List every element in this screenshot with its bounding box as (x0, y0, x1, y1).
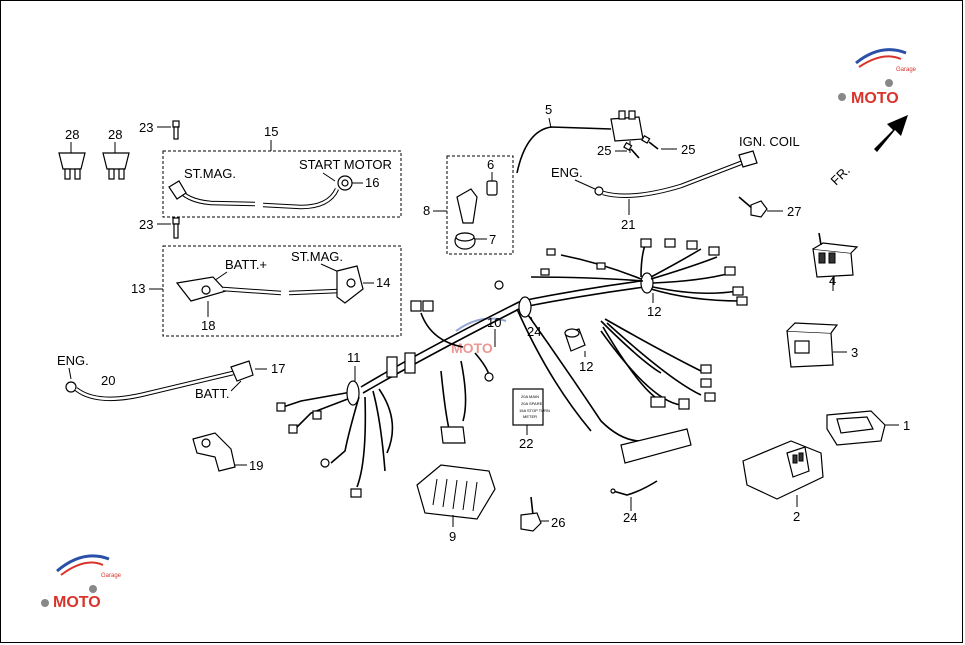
svg-text:10: 10 (487, 315, 501, 330)
part-23-bolt-top: 23 (139, 120, 180, 140)
watermark-brand: MOTO (451, 340, 493, 356)
svg-text:13: 13 (131, 281, 145, 296)
part-25-screws: 25 25 (597, 134, 695, 159)
svg-text:9: 9 (449, 529, 456, 544)
start-motor-label: START MOTOR (299, 157, 392, 172)
part-2-cdi-unit: 2 (742, 440, 824, 524)
eng-label-left: ENG. (57, 353, 89, 368)
svg-text:28: 28 (108, 127, 122, 142)
part-28-fuse-left: 28 (58, 127, 86, 180)
svg-text:19: 19 (249, 458, 263, 473)
svg-text:7: 7 (489, 232, 496, 247)
svg-text:27: 27 (787, 204, 801, 219)
svg-text:11: 11 (347, 350, 361, 365)
fr-label: FR. (828, 163, 853, 188)
watermark-brand: MOTO (53, 594, 101, 611)
svg-text:4: 4 (829, 273, 836, 288)
svg-text:28: 28 (65, 127, 79, 142)
watermark-tag: Garage (896, 67, 917, 73)
part-20-ground-cable: ENG. 17 BATT. 20 (57, 353, 285, 402)
part-23-bolt-bottom: 23 (139, 217, 180, 239)
watermark-brand: MOTO (851, 90, 899, 107)
part-28-fuse-right: 28 (102, 127, 130, 180)
svg-text:24: 24 (527, 324, 541, 339)
batt-label: BATT. (195, 386, 229, 401)
svg-text:8: 8 (423, 203, 430, 218)
part-10-main-harness: 11 12 (276, 238, 748, 498)
svg-text:5: 5 (545, 102, 552, 117)
part-24-wire-lower: 24 (610, 480, 658, 525)
svg-text:25: 25 (597, 143, 611, 158)
moto-watermark-center: MOTO (451, 317, 507, 356)
svg-text:3: 3 (851, 345, 858, 360)
part-3-connector: 3 (786, 322, 858, 368)
watermark-tag: Garage (101, 573, 122, 579)
part-22-fuse-label: 20A MAIN 20A SPARE 15A STOP TURN METER 2… (512, 388, 550, 451)
part-4-starter-relay: 4 (812, 232, 859, 291)
eng-label-top: ENG. (551, 165, 583, 180)
front-arrow-icon (874, 115, 908, 152)
svg-text:16: 16 (365, 175, 379, 190)
svg-text:26: 26 (551, 515, 565, 530)
svg-text:23: 23 (139, 217, 153, 232)
part-12-connector-cap: 12 (564, 328, 593, 374)
svg-text:1: 1 (903, 418, 910, 433)
svg-text:18: 18 (201, 318, 215, 333)
svg-text:6: 6 (487, 157, 494, 172)
svg-text:12: 12 (647, 304, 661, 319)
svg-text:24: 24 (623, 510, 637, 525)
svg-text:17: 17 (271, 361, 285, 376)
fuse-label-line3: 15A STOP TURN (519, 408, 550, 413)
part-1-cover: 1 (826, 410, 910, 446)
front-direction-indicator: FR. (828, 115, 908, 188)
fuse-label-line1: 20A MAIN (521, 394, 539, 399)
part-13-battery-cable: 13 BATT.+ ST.MAG. 14 18 (131, 245, 402, 337)
moto-watermark-top: MOTO Garage (838, 48, 917, 107)
svg-text:12: 12 (579, 359, 593, 374)
st-mag-label: ST.MAG. (184, 166, 236, 181)
st-mag-label-2: ST.MAG. (291, 249, 343, 264)
part-27-bolt: 27 (738, 196, 801, 219)
part-26-bolt: 26 (520, 496, 565, 532)
part-15-start-motor-cable: 15 ST.MAG. START MOTOR 16 (162, 124, 402, 218)
svg-text:15: 15 (264, 124, 278, 139)
part-5-ignition-coil: 5 (516, 102, 644, 174)
ign-coil-label: IGN. COIL (739, 134, 800, 149)
svg-text:23: 23 (139, 120, 153, 135)
part-9-regulator: 9 (416, 464, 496, 544)
svg-text:25: 25 (681, 142, 695, 157)
svg-text:20: 20 (101, 373, 115, 388)
part-8-spark-plug-cap-group: 8 6 7 (423, 155, 514, 255)
part-21-ign-coil-cable: ENG. IGN. COIL 21 (551, 134, 800, 232)
batt-plus-label: BATT.+ (225, 257, 267, 272)
moto-watermark-bottom: MOTO Garage (41, 554, 122, 611)
svg-text:2: 2 (793, 509, 800, 524)
svg-text:21: 21 (621, 217, 635, 232)
svg-text:22: 22 (519, 436, 533, 451)
part-19-clamp: 19 (192, 432, 263, 473)
fuse-label-line2: 20A SPARE (521, 401, 543, 406)
fuse-label-line4: METER (523, 414, 537, 419)
svg-text:14: 14 (376, 275, 390, 290)
